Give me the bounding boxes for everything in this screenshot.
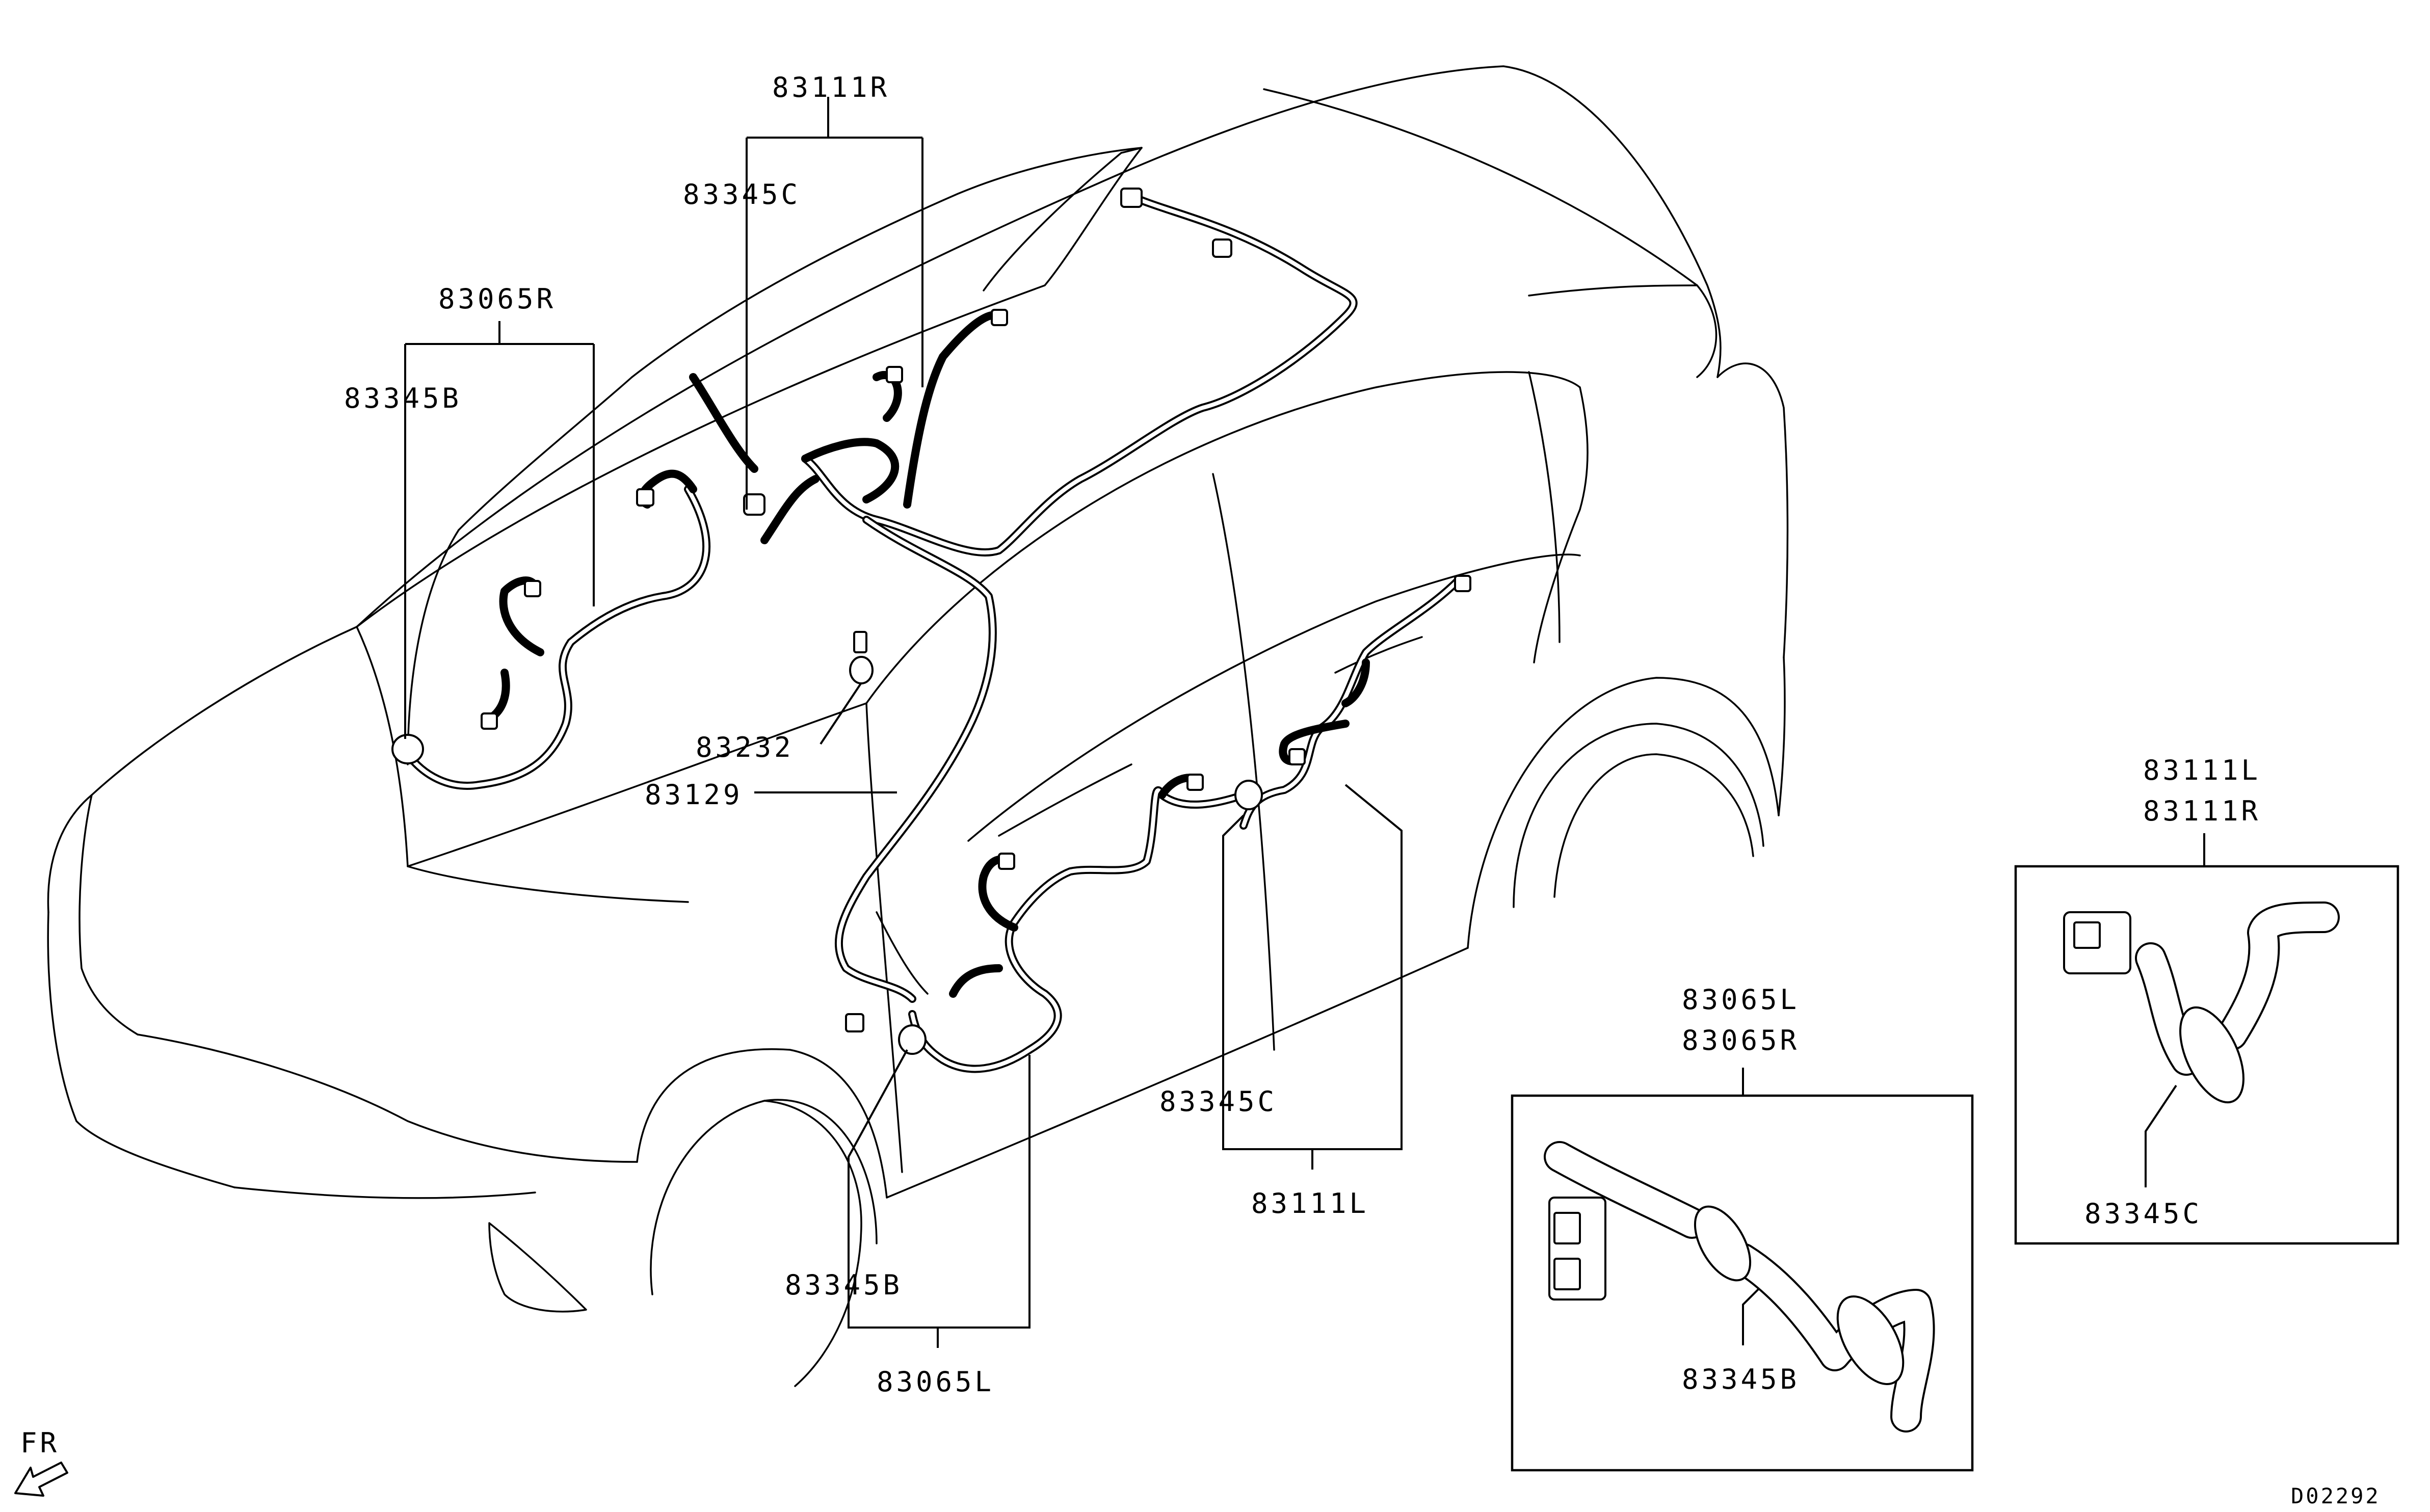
connector-83065r-side xyxy=(524,580,541,597)
grommet-83345b-left xyxy=(391,734,424,764)
connector-pin-bottom xyxy=(1553,1258,1581,1290)
connector-pin-top xyxy=(1553,1212,1581,1244)
connector-roof-front xyxy=(1120,188,1143,208)
label-fr: FR xyxy=(20,1427,60,1459)
bolt-83232-stem xyxy=(853,631,867,653)
connector-83065r-upper xyxy=(636,488,654,507)
detail-box-83065-frame xyxy=(1511,1094,1974,1472)
leader-lines xyxy=(404,97,2205,1348)
label-83345b-bottom: 83345B xyxy=(785,1269,903,1301)
connector-83065r-lower xyxy=(481,712,498,730)
detail-box-83065 xyxy=(1511,1094,1974,1472)
part-labels: 83111R 83345C 83065R 83345B 83232 83129 … xyxy=(20,71,2381,1508)
label-83129: 83129 xyxy=(645,779,743,811)
detail-box-83111 xyxy=(2014,865,2399,1245)
label-83065l-bottom: 83065L xyxy=(877,1366,994,1398)
grommet-83345c-mid xyxy=(1234,780,1263,810)
label-83345c-mid: 83345C xyxy=(1159,1085,1277,1118)
label-83232: 83232 xyxy=(696,731,794,763)
bolt-83232 xyxy=(849,656,874,684)
diagram-code: D02292 xyxy=(2291,1483,2381,1508)
grommet-83345b-detail xyxy=(1694,1205,1752,1282)
connector-roof-lamp xyxy=(1212,238,1232,258)
grommet-83345c-detail xyxy=(2179,1006,2244,1104)
connector-83065l-upper xyxy=(1186,774,1204,791)
connector-83065l-side xyxy=(998,853,1015,870)
connector-83345c-top xyxy=(743,493,765,516)
label-box2-line2: 83111R xyxy=(2143,795,2261,827)
label-83065r-left: 83065R xyxy=(438,283,556,315)
detail-box-83111-frame xyxy=(2014,865,2399,1245)
label-box1-line2: 83065R xyxy=(1682,1024,1800,1056)
label-83345b-left: 83345B xyxy=(344,382,462,414)
connector-83111l-top xyxy=(1454,575,1471,592)
front-direction-arrow-icon xyxy=(14,1462,68,1497)
connector-roof-branch xyxy=(991,309,1008,326)
connector-83111-pin xyxy=(2073,921,2101,949)
harness-connectors xyxy=(391,188,1471,1055)
connector-roof-mid xyxy=(886,366,903,383)
connector-83065l-lower xyxy=(845,1013,864,1032)
label-box2-part: 83345C xyxy=(2084,1198,2202,1230)
label-83111l-mid: 83111L xyxy=(1251,1187,1369,1219)
grommet-83345b-bottom xyxy=(898,1024,927,1055)
label-83111r-top: 83111R xyxy=(772,71,890,103)
grommet-83345b-detail-flange xyxy=(1836,1295,1905,1385)
label-box2-line1: 83111L xyxy=(2143,754,2261,786)
label-box1-line1: 83065L xyxy=(1682,984,1800,1016)
vehicle-outline xyxy=(47,65,1789,1387)
label-box1-part: 83345B xyxy=(1682,1363,1800,1395)
label-83345c-top: 83345C xyxy=(683,178,801,210)
connector-83111l-branch xyxy=(1288,748,1306,765)
